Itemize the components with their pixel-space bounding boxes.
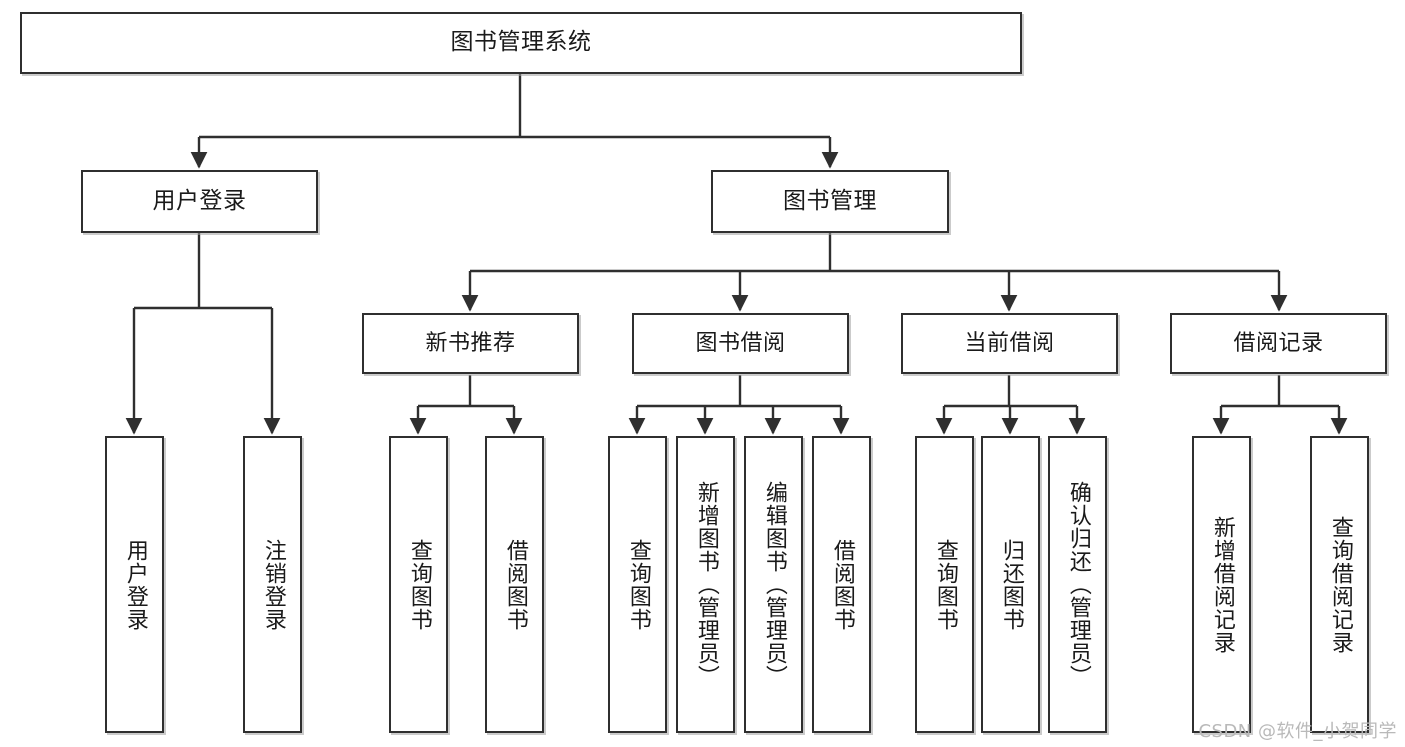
- node-label: 图书管理: [783, 187, 877, 214]
- node-current-borrow[interactable]: 当前借阅: [901, 313, 1118, 374]
- node-label: 查询图书: [406, 538, 432, 631]
- node-book-management[interactable]: 图书管理: [711, 170, 949, 233]
- node-label: 归还图书: [998, 538, 1024, 631]
- leaf-current-borrow-return-book[interactable]: 归还图书: [981, 436, 1040, 733]
- node-label: 图书借阅: [695, 330, 786, 356]
- node-label: 新增借阅记录: [1209, 515, 1235, 654]
- node-label: 查询图书: [625, 538, 651, 631]
- leaf-user-login-logout[interactable]: 注销登录: [243, 436, 302, 733]
- leaf-current-borrow-query-book[interactable]: 查询图书: [915, 436, 974, 733]
- node-label: 用户登录: [152, 187, 247, 214]
- leaf-new-book-query-book[interactable]: 查询图书: [389, 436, 448, 733]
- node-label: 借阅图书: [502, 538, 528, 631]
- node-root-book-management-system[interactable]: 图书管理系统: [20, 12, 1022, 74]
- node-label: 查询借阅记录: [1327, 515, 1353, 654]
- leaf-borrow-record-add-record[interactable]: 新增借阅记录: [1192, 436, 1251, 733]
- node-label: 编辑图书（管理员）: [761, 481, 787, 688]
- node-label: 借阅记录: [1233, 330, 1324, 356]
- node-book-borrow[interactable]: 图书借阅: [632, 313, 849, 374]
- node-label: 用户登录: [122, 538, 148, 631]
- node-label: 确认归还（管理员）: [1065, 481, 1091, 688]
- node-label: 当前借阅: [964, 330, 1055, 356]
- leaf-user-login-login[interactable]: 用户登录: [105, 436, 164, 733]
- node-label: 借阅图书: [829, 538, 855, 631]
- node-user-login[interactable]: 用户登录: [81, 170, 318, 233]
- leaf-current-borrow-confirm-return-admin[interactable]: 确认归还（管理员）: [1048, 436, 1107, 733]
- node-borrow-record[interactable]: 借阅记录: [1170, 313, 1387, 374]
- leaf-book-borrow-query-book[interactable]: 查询图书: [608, 436, 667, 733]
- node-new-book-recommend[interactable]: 新书推荐: [362, 313, 579, 374]
- leaf-book-borrow-borrow-book[interactable]: 借阅图书: [812, 436, 871, 733]
- watermark-text: CSDN @软件_小贺同学: [1198, 721, 1397, 742]
- node-label: 注销登录: [260, 538, 286, 631]
- node-label: 新增图书（管理员）: [693, 481, 719, 688]
- node-label: 图书管理系统: [450, 29, 592, 56]
- leaf-book-borrow-edit-book-admin[interactable]: 编辑图书（管理员）: [744, 436, 803, 733]
- leaf-borrow-record-query-record[interactable]: 查询借阅记录: [1310, 436, 1369, 733]
- leaf-new-book-borrow-book[interactable]: 借阅图书: [485, 436, 544, 733]
- node-label: 新书推荐: [425, 330, 516, 356]
- node-label: 查询图书: [932, 538, 958, 631]
- leaf-book-borrow-add-book-admin[interactable]: 新增图书（管理员）: [676, 436, 735, 733]
